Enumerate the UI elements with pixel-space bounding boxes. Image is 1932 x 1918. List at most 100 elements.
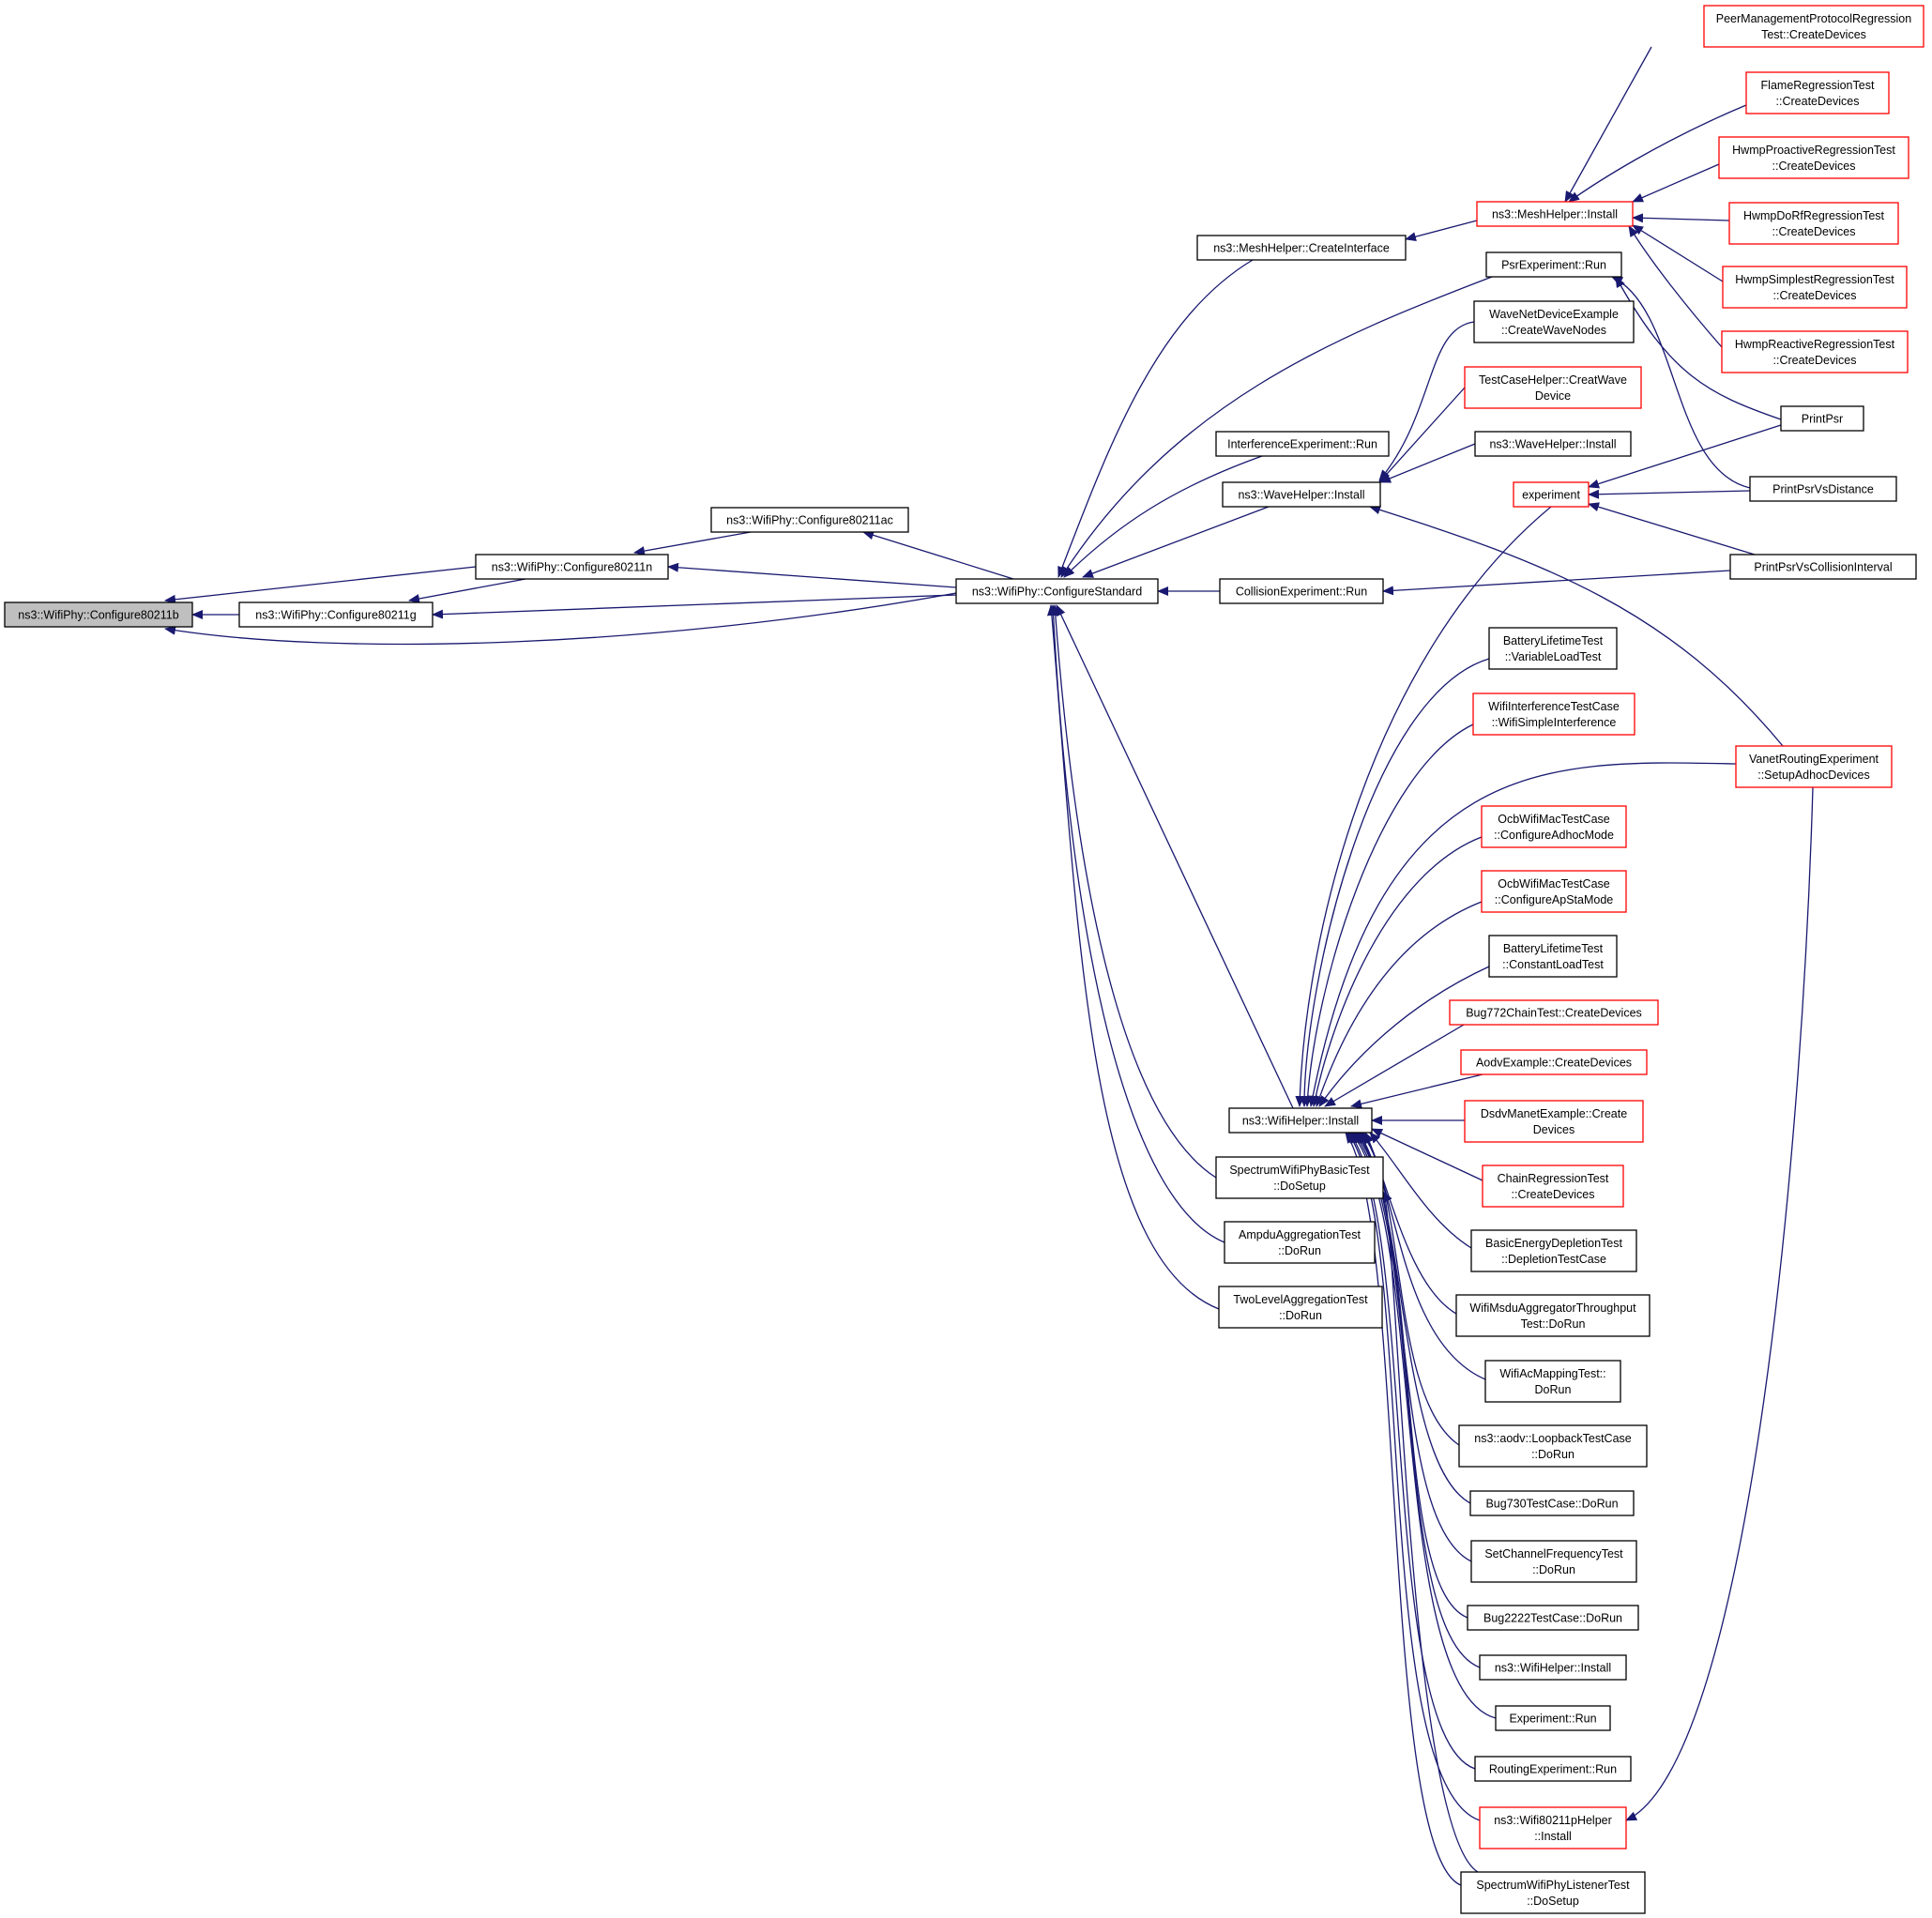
node-label: Bug772ChainTest::CreateDevices <box>1466 1007 1642 1020</box>
node-bug2222[interactable]: Bug2222TestCase::DoRun <box>1467 1605 1639 1631</box>
node-box <box>1722 266 1908 309</box>
node-box <box>1484 1360 1621 1403</box>
node-ampdu[interactable]: AmpduAggregationTest::DoRun <box>1224 1221 1376 1264</box>
node-spectrum-listener[interactable]: SpectrumWifiPhyListenerTest::DoSetup <box>1460 1871 1646 1914</box>
node-label: Experiment::Run <box>1509 1712 1596 1726</box>
edge-configure_standard-to-configure80211g <box>432 594 957 619</box>
node-label: ns3::WaveHelper::Install <box>1238 489 1364 502</box>
node-label: ns3::MeshHelper::CreateInterface <box>1213 242 1390 255</box>
node-set-channel[interactable]: SetChannelFrequencyTest::DoRun <box>1470 1540 1637 1583</box>
node-dsdv[interactable]: DsdvManetExample::CreateDevices <box>1464 1100 1644 1143</box>
node-wifi80211p[interactable]: ns3::Wifi80211pHelper::Install <box>1479 1806 1627 1850</box>
node-wave-nodes[interactable]: WaveNetDeviceExample::CreateWaveNodes <box>1473 300 1635 343</box>
node-label: SpectrumWifiPhyListenerTest <box>1476 1879 1630 1892</box>
node-collision-run[interactable]: CollisionExperiment::Run <box>1219 578 1384 604</box>
node-box <box>1467 1605 1639 1631</box>
node-label: WaveNetDeviceExample <box>1489 308 1619 321</box>
node-layer: ns3::WifiPhy::Configure80211b ns3::WifiPh… <box>4 5 1924 1914</box>
node-box <box>1749 476 1897 502</box>
node-label: ::CreateWaveNodes <box>1501 324 1606 337</box>
node-label: ::CreateDevices <box>1772 225 1856 238</box>
node-configure80211ac[interactable]: ns3::WifiPhy::Configure80211ac <box>710 507 909 533</box>
node-chain-regression[interactable]: ChainRegressionTest::CreateDevices <box>1482 1164 1624 1208</box>
node-box <box>1215 1156 1384 1199</box>
node-configure80211n[interactable]: ns3::WifiPhy::Configure80211n <box>475 554 669 580</box>
node-wave-install[interactable]: ns3::WaveHelper::Install <box>1222 481 1381 508</box>
node-print-psr-dist[interactable]: PrintPsrVsDistance <box>1749 476 1897 502</box>
node-hwmp-dorf[interactable]: HwmpDoRfRegressionTest::CreateDevices <box>1728 202 1899 245</box>
node-label: ChainRegressionTest <box>1498 1172 1609 1185</box>
node-label: InterferenceExperiment::Run <box>1227 438 1377 451</box>
node-interference-run[interactable]: InterferenceExperiment::Run <box>1215 431 1390 457</box>
node-label: DoRun <box>1535 1383 1572 1396</box>
node-ocb-apsta[interactable]: OcbWifiMacTestCase::ConfigureApStaMode <box>1481 870 1627 913</box>
node-flame[interactable]: FlameRegressionTest::CreateDevices <box>1745 71 1890 114</box>
node-label: ns3::WaveHelper::Install <box>1489 438 1616 451</box>
node-configure80211b[interactable]: ns3::WifiPhy::Configure80211b <box>4 601 193 628</box>
node-label: HwmpDoRfRegressionTest <box>1743 209 1885 222</box>
node-basic-energy[interactable]: BasicEnergyDepletionTest::DepletionTestC… <box>1470 1229 1637 1272</box>
node-label: CollisionExperiment::Run <box>1236 586 1367 599</box>
node-label: WifiAcMappingTest:: <box>1499 1367 1605 1380</box>
node-label: ::DoRun <box>1532 1563 1575 1576</box>
node-wifi-interf[interactable]: WifiInterferenceTestCase::WifiSimpleInte… <box>1472 693 1635 736</box>
node-label: PrintPsrVsCollisionInterval <box>1754 561 1892 574</box>
edge-ocb_apsta-to-wifi_install <box>1315 901 1483 1107</box>
node-box <box>1481 805 1627 848</box>
node-bug772[interactable]: Bug772ChainTest::CreateDevices <box>1449 999 1659 1026</box>
node-box <box>1224 1221 1376 1264</box>
node-label: TestCaseHelper::CreatWave <box>1479 373 1627 387</box>
node-wave-install-2[interactable]: ns3::WaveHelper::Install <box>1474 431 1632 457</box>
node-routing-run[interactable]: RoutingExperiment::Run <box>1474 1756 1632 1782</box>
node-box <box>1479 1806 1627 1850</box>
edge-spectrum_basic-to-configure_standard <box>1050 604 1217 1179</box>
node-print-psr-coll[interactable]: PrintPsrVsCollisionInterval <box>1729 554 1917 580</box>
node-print-psr[interactable]: PrintPsr <box>1780 405 1864 432</box>
edge-bug772-to-wifi_install <box>1324 1024 1465 1107</box>
node-psr-run[interactable]: PsrExperiment::Run <box>1485 251 1622 278</box>
node-battery-const[interactable]: BatteryLifetimeTest::ConstantLoadTest <box>1488 935 1618 978</box>
node-peer-mgmt[interactable]: PeerManagementProtocolRegressionTest::Cr… <box>1703 5 1924 48</box>
node-label: ::DoRun <box>1531 1448 1575 1461</box>
edge-hwmp_proactive-to-mesh_install <box>1632 163 1720 203</box>
node-vanet[interactable]: VanetRoutingExperiment::SetupAdhocDevice… <box>1735 745 1893 788</box>
node-wifi-install-2[interactable]: ns3::WifiHelper::Install <box>1479 1654 1627 1681</box>
edge-interference_run-to-configure_standard <box>1063 455 1263 578</box>
node-aodv-example[interactable]: AodvExample::CreateDevices <box>1460 1049 1648 1075</box>
edge-mesh_create_interface-to-configure_standard <box>1057 259 1254 578</box>
edge-chain_regression-to-wifi_install <box>1371 1128 1483 1181</box>
node-label: SpectrumWifiPhyBasicTest <box>1229 1164 1370 1177</box>
node-mesh-create-interface[interactable]: ns3::MeshHelper::CreateInterface <box>1196 235 1407 261</box>
node-wifi-install[interactable]: ns3::WifiHelper::Install <box>1228 1107 1373 1134</box>
edge-aodv_example-to-wifi_install <box>1350 1073 1483 1109</box>
node-battery-var[interactable]: BatteryLifetimeTest::VariableLoadTest <box>1488 627 1618 670</box>
node-box <box>1460 1049 1648 1075</box>
node-label: ns3::WifiPhy::ConfigureStandard <box>972 586 1142 599</box>
node-ac-mapping[interactable]: WifiAcMappingTest::DoRun <box>1484 1360 1621 1403</box>
node-box <box>1222 481 1381 508</box>
node-spectrum-basic[interactable]: SpectrumWifiPhyBasicTest::DoSetup <box>1215 1156 1384 1199</box>
node-hwmp-simplest[interactable]: HwmpSimplestRegressionTest::CreateDevice… <box>1722 266 1908 309</box>
node-two-level[interactable]: TwoLevelAggregationTest::DoRun <box>1218 1286 1383 1329</box>
node-label: ns3::WifiPhy::Configure80211ac <box>726 514 893 527</box>
node-box <box>1482 1164 1624 1208</box>
node-label: TwoLevelAggregationTest <box>1233 1293 1368 1306</box>
node-hwmp-proactive[interactable]: HwmpProactiveRegressionTest::CreateDevic… <box>1718 136 1909 179</box>
node-box <box>1474 431 1632 457</box>
node-aodv-loopback[interactable]: ns3::aodv::LoopbackTestCase::DoRun <box>1458 1424 1648 1468</box>
node-hwmp-reactive[interactable]: HwmpReactiveRegressionTest::CreateDevice… <box>1721 330 1909 373</box>
node-configure80211g[interactable]: ns3::WifiPhy::Configure80211g <box>238 601 434 628</box>
node-configure-standard[interactable]: ns3::WifiPhy::ConfigureStandard <box>955 578 1159 604</box>
node-ocb-adhoc[interactable]: OcbWifiMacTestCase::ConfigureAdhocMode <box>1481 805 1627 848</box>
node-experiment[interactable]: experiment <box>1513 481 1590 508</box>
edge-two_level-to-configure_standard <box>1046 604 1220 1310</box>
edge-print_psr_dist-to-experiment <box>1588 489 1751 499</box>
node-experiment-run[interactable]: Experiment::Run <box>1495 1705 1611 1731</box>
node-box <box>1728 202 1899 245</box>
node-bug730[interactable]: Bug730TestCase::DoRun <box>1469 1490 1635 1516</box>
node-mesh-install[interactable]: ns3::MeshHelper::Install <box>1476 201 1634 227</box>
node-label: DsdvManetExample::Create <box>1481 1107 1627 1120</box>
